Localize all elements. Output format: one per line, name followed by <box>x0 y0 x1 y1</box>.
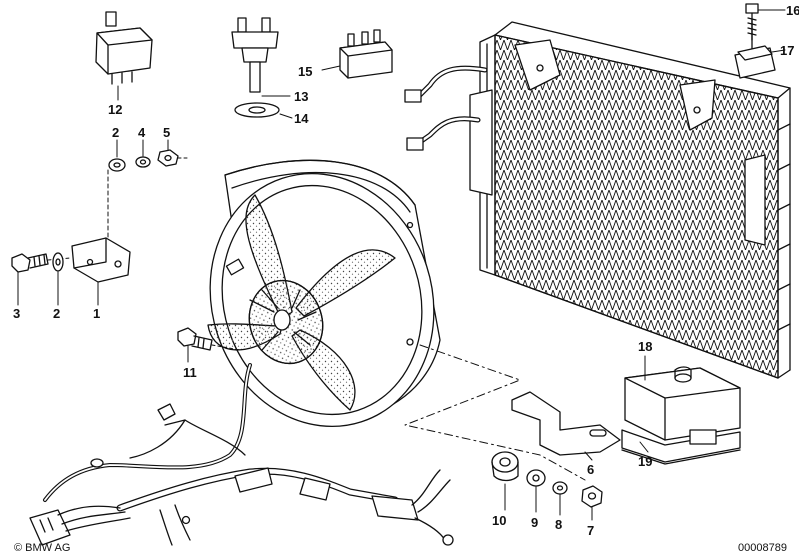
screw-11 <box>177 327 241 363</box>
callout-5: 5 <box>163 125 171 140</box>
callout-8: 8 <box>555 517 563 532</box>
callout-17: 17 <box>780 43 795 58</box>
callout-18: 18 <box>638 339 653 354</box>
callout-2-bottom: 2 <box>53 306 61 321</box>
temperature-switch-13 <box>231 17 291 97</box>
washer-17 <box>737 45 786 61</box>
copyright-label: © BMW AG <box>14 542 71 554</box>
callout-15: 15 <box>298 64 313 79</box>
callout-4: 4 <box>138 125 146 140</box>
callout-6: 6 <box>587 462 595 477</box>
callout-9: 9 <box>531 515 539 530</box>
callout-2-top: 2 <box>112 125 120 140</box>
washer-9 <box>526 469 546 513</box>
cover-18 <box>624 355 741 441</box>
callout-3: 3 <box>13 306 21 321</box>
nut-5 <box>157 139 189 167</box>
callout-11: 11 <box>183 365 197 380</box>
callout-16: 16 <box>786 3 799 18</box>
callout-13: 13 <box>294 89 309 104</box>
relay-15 <box>321 29 393 79</box>
condenser <box>404 19 791 379</box>
callout-12: 12 <box>108 102 123 117</box>
washer-2-top <box>108 139 126 172</box>
spring-washer-8 <box>552 481 568 516</box>
callout-19: 19 <box>638 454 653 469</box>
callout-14: 14 <box>294 111 309 126</box>
sealing-ring-14 <box>234 102 293 119</box>
bracket-1 <box>71 237 131 306</box>
nut-7 <box>581 485 603 521</box>
damper-19 <box>621 429 741 465</box>
auxiliary-fan <box>207 159 441 428</box>
wiring-harness <box>29 363 454 546</box>
callout-7: 7 <box>587 523 595 538</box>
screw-16 <box>745 3 786 41</box>
spring-washer-4 <box>135 139 151 168</box>
bolt-3 <box>11 253 71 306</box>
relay-12 <box>95 11 153 101</box>
diagram-number: 00008789 <box>738 542 787 554</box>
rubber-mount-10 <box>491 451 519 511</box>
callout-1: 1 <box>93 306 101 321</box>
bracket-6 <box>511 391 621 461</box>
callout-10: 10 <box>492 513 507 528</box>
washer-2-bottom <box>52 252 64 306</box>
